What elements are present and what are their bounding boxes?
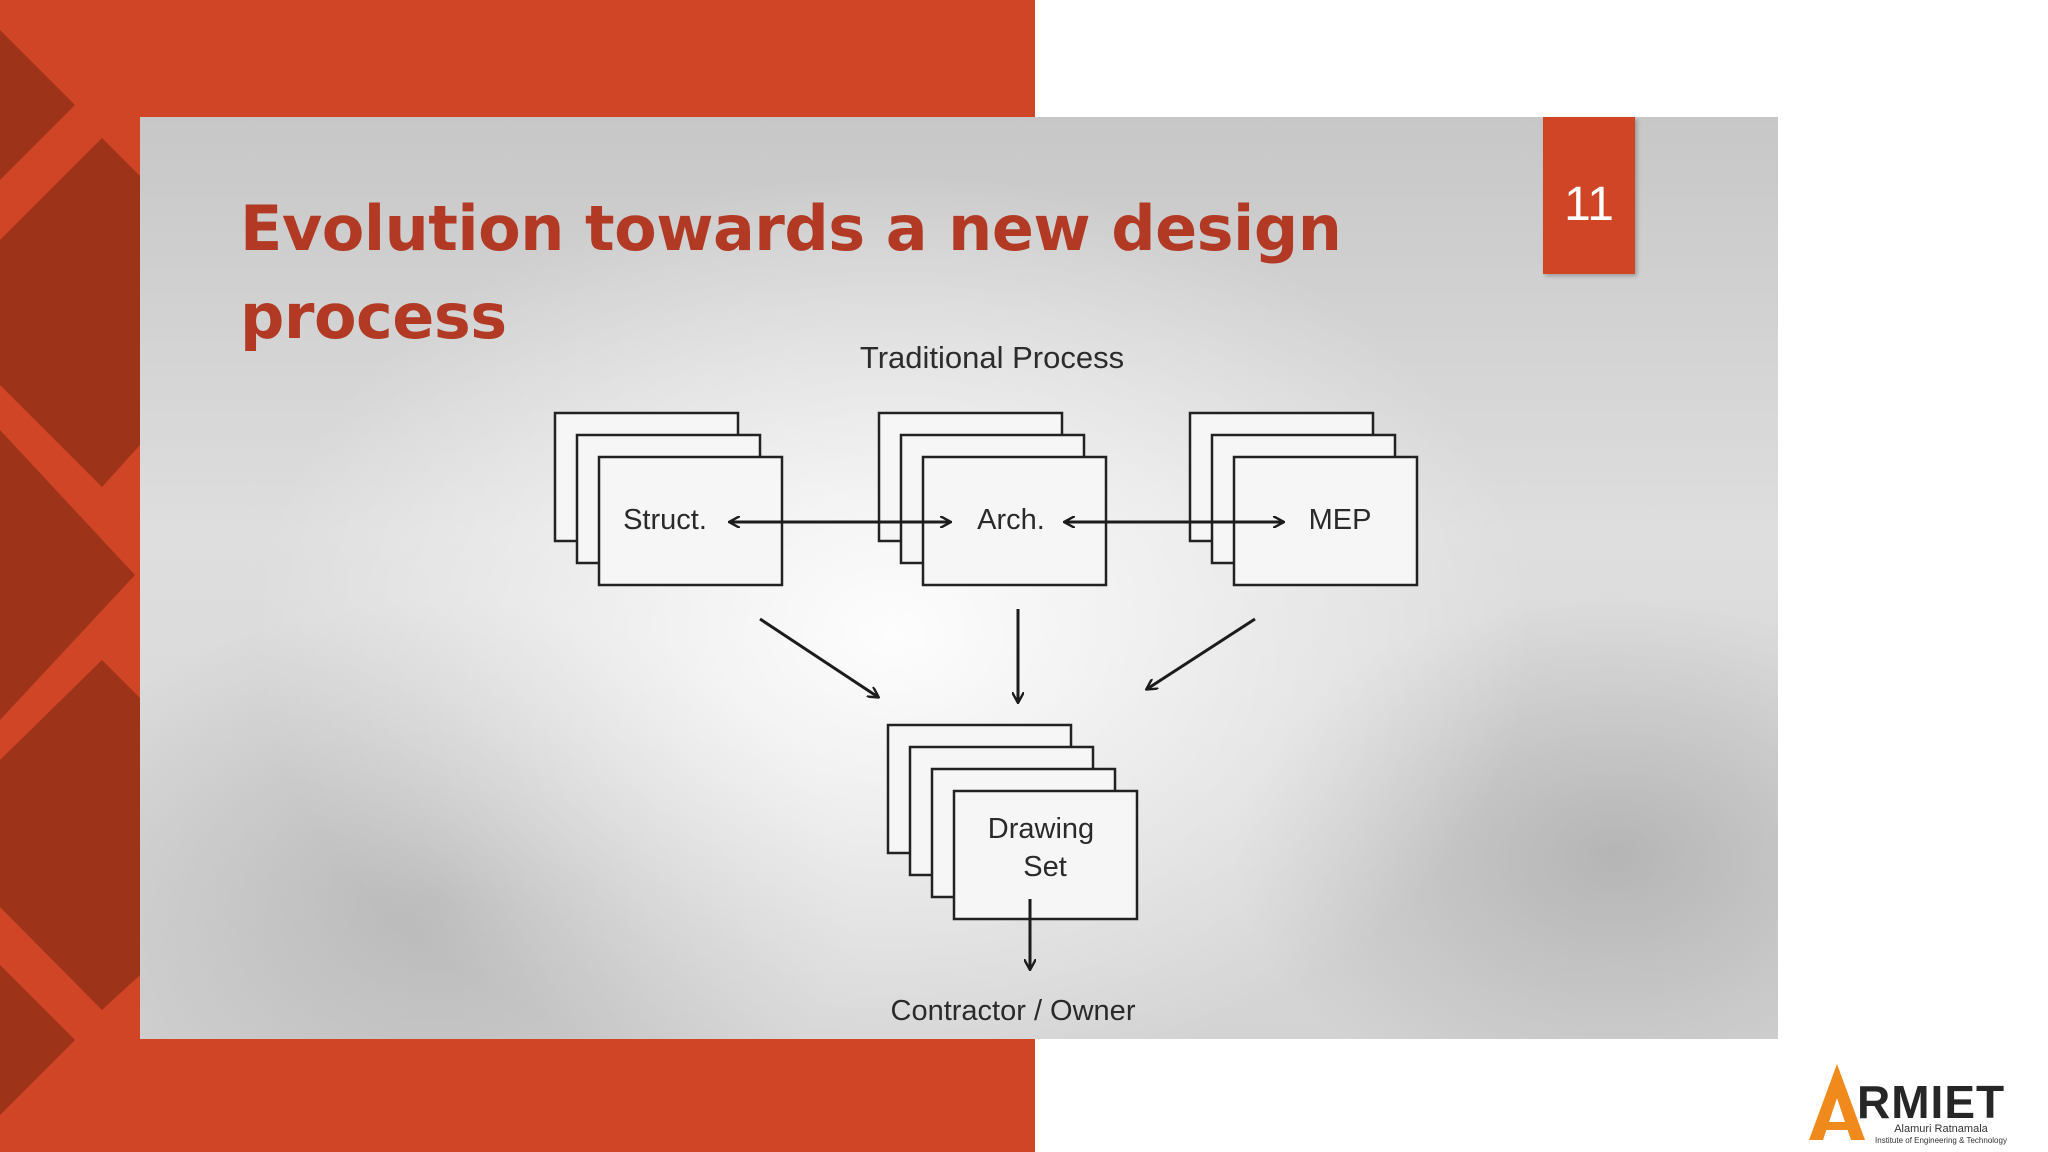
mep-to-drawing-set-arrow [1147, 617, 1256, 689]
arch-label: Arch. [977, 504, 1045, 536]
diamond-pattern [0, 30, 140, 1115]
logo-a-crossbar [1825, 1122, 1849, 1130]
arch-card-stack [877, 411, 1108, 587]
drawing-set-label: Drawing Set [988, 813, 1102, 883]
diamond-shape [0, 138, 140, 487]
drawing-set-card-stack [886, 723, 1139, 921]
diamond-shape [0, 660, 140, 1010]
diamond-shape [0, 430, 135, 720]
logo-a-mark [1809, 1064, 1865, 1140]
mep-label: MEP [1309, 504, 1372, 536]
struct-label: Struct. [623, 504, 707, 536]
traditional-process-diagram: Traditional Process Struct. Arch. MEP [553, 340, 1419, 1027]
slide-title: Evolution towards a new design process [240, 192, 1342, 353]
armiet-logo: RMIET Alamuri Ratnamala Institute of Eng… [1809, 1064, 2007, 1145]
struct-to-drawing-set-arrow [759, 617, 878, 697]
logo-subtitle-line2: Institute of Engineering & Technology [1875, 1136, 2007, 1145]
page-number: 11 [1564, 178, 1614, 231]
drawing-set-label-line1: Drawing [988, 813, 1094, 845]
logo-wordmark: RMIET [1857, 1076, 2005, 1128]
diagram-heading: Traditional Process [860, 340, 1124, 375]
struct-card-stack [553, 411, 784, 587]
page-number-badge: 11 [1543, 117, 1635, 274]
contractor-owner-label: Contractor / Owner [891, 995, 1136, 1027]
drawing-set-label-line2: Set [1023, 851, 1067, 883]
diamond-shape [0, 30, 75, 180]
mep-card-stack [1188, 411, 1419, 587]
diagram-picture: Evolution towards a new design process T… [140, 117, 1778, 1039]
diamond-shape [0, 965, 75, 1115]
logo-subtitle-line1: Alamuri Ratnamala [1894, 1123, 1988, 1135]
